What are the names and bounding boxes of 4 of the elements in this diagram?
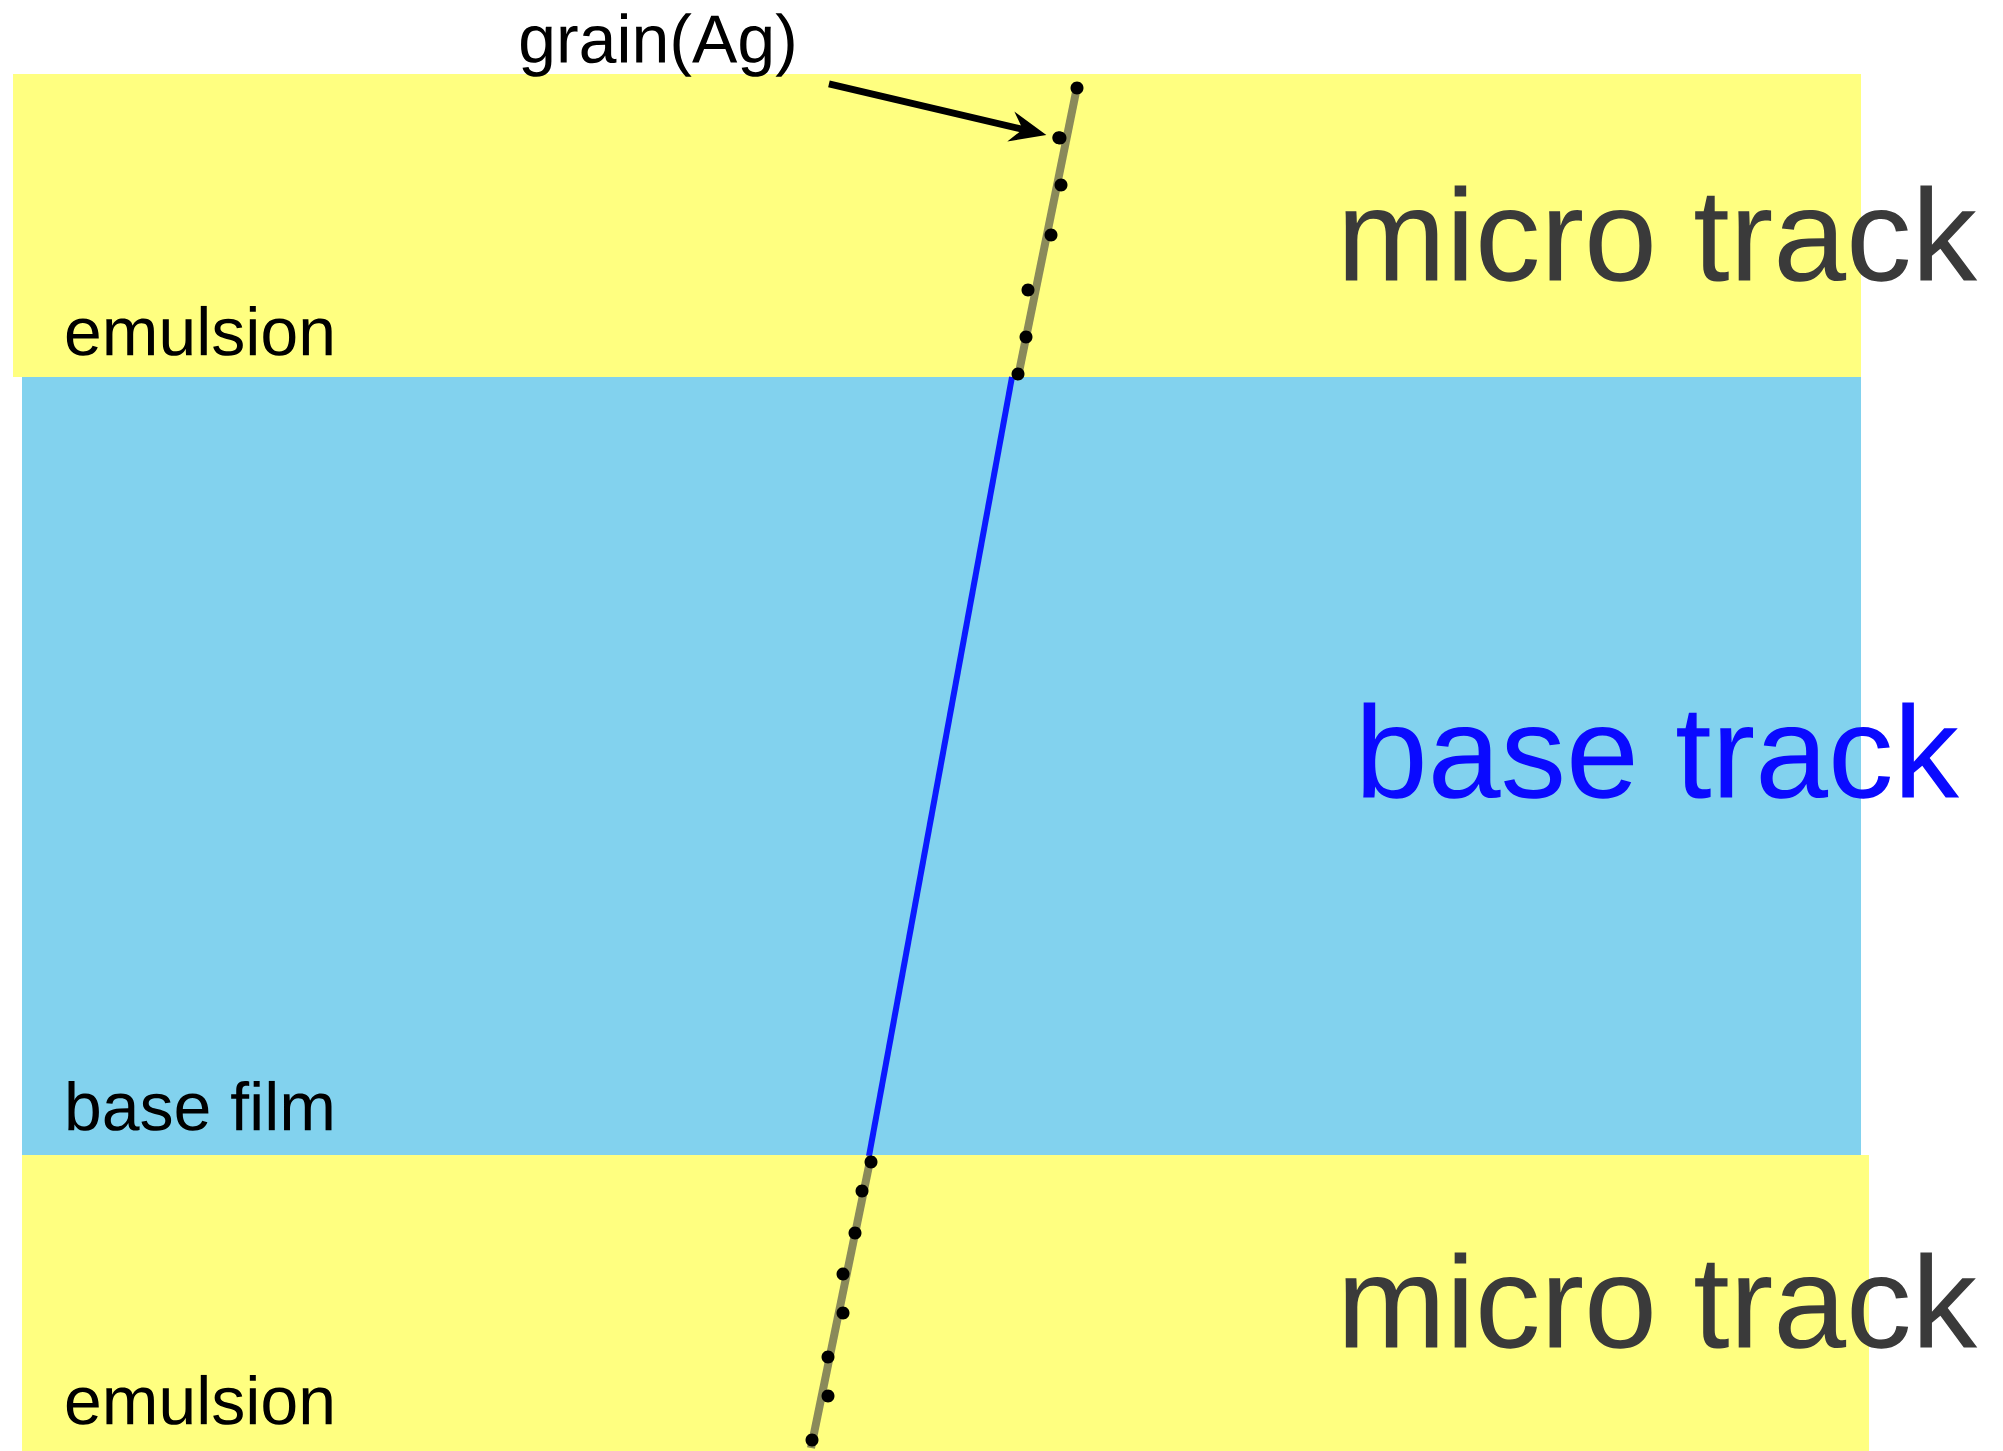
layer-label: emulsion: [66, 305, 332, 356]
layer-label: emulsion: [66, 1374, 332, 1425]
layer-label: base film: [68, 1080, 332, 1131]
callout-text: grain(Ag): [521, 13, 794, 77]
